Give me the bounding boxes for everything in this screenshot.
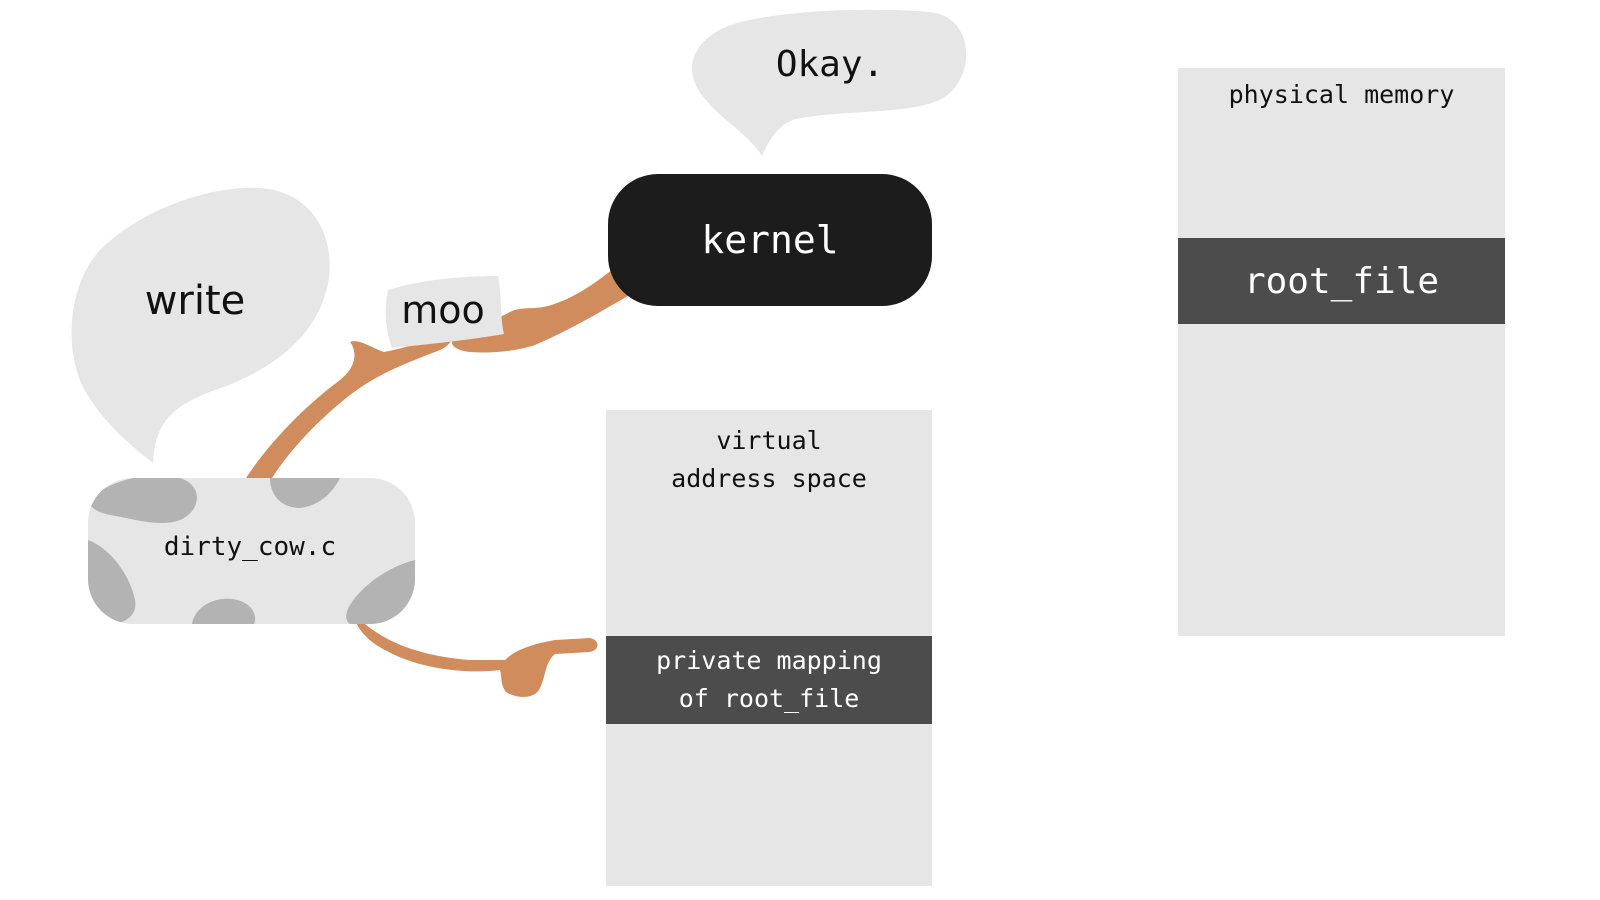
write-speech-bubble <box>71 187 330 463</box>
root-file-region: root_file <box>1178 238 1505 324</box>
write-speech-text: write <box>144 278 246 324</box>
cow-spots <box>88 478 415 624</box>
kernel-speech-text: Okay. <box>775 44 885 85</box>
process-arm-point <box>352 612 598 697</box>
moo-note <box>385 276 504 348</box>
physical-memory <box>1178 68 1505 636</box>
process-arm-up <box>246 334 452 478</box>
kernel-speech-bubble <box>692 9 967 157</box>
moo-note-text: moo <box>401 288 485 332</box>
kernel-label: kernel <box>701 218 839 262</box>
virtual-address-space-title: virtual address space <box>671 426 867 493</box>
physical-memory-title: physical memory <box>1228 80 1455 109</box>
dirty-cow-label: dirty_cow.c <box>163 532 337 562</box>
kernel-node: kernel <box>608 174 932 306</box>
private-mapping-region: private mapping of root_file <box>606 636 932 724</box>
